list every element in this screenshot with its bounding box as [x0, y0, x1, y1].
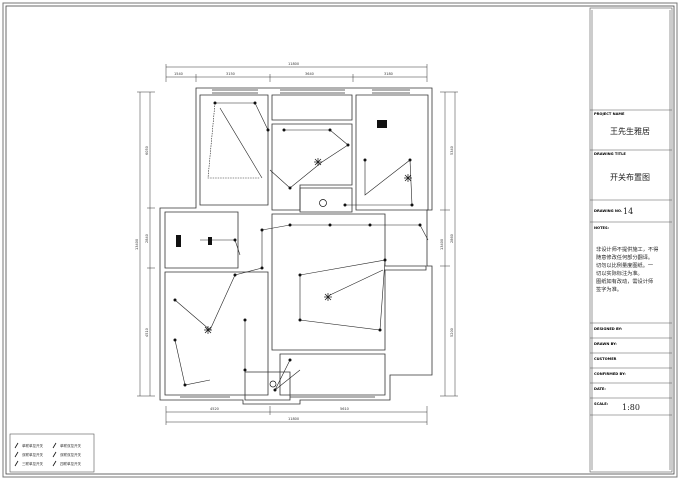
legend-item: 四联单控开关	[60, 461, 81, 466]
project-name: 王先生雅居	[610, 126, 650, 136]
dim-bottom-seg: 4520	[210, 407, 219, 411]
scale-label: SCALE:	[594, 402, 609, 406]
dim-bottom-total: 11800	[288, 417, 299, 421]
scale-value: 1:80	[622, 403, 640, 412]
drawn-by-label: DRAWN BY:	[594, 342, 617, 346]
dim-left-seg: 4510	[145, 328, 149, 337]
project-name-label: PROJECT NAME	[594, 112, 625, 116]
dim-top-total: 11800	[288, 62, 299, 66]
legend-item: 单联单控开关	[22, 443, 43, 448]
drawing-title-label: DRAWING TITLE	[594, 152, 626, 156]
notes-line: 图纸如有改动，需设计师	[596, 277, 653, 285]
dim-right-seg: 5340	[450, 146, 454, 155]
notes-line: 随意修改任何部分翻译。	[596, 253, 653, 261]
dim-top-seg: 1540	[174, 72, 183, 76]
title-block	[589, 7, 673, 473]
legend-box	[9, 433, 95, 473]
dim-right-total: 13400	[440, 239, 444, 250]
designed-by-label: DESIGNED BY:	[594, 327, 623, 331]
ceiling-light-icons	[204, 158, 412, 388]
dim-right-seg: 2860	[450, 234, 454, 243]
sheet-inner-border	[5, 5, 675, 475]
drawing-no: 14	[623, 207, 633, 216]
legend-item: 单联双控开关	[60, 443, 81, 448]
dim-top-seg: 3150	[226, 72, 235, 76]
legend-item: 双联双控开关	[60, 452, 81, 457]
dim-top-seg: 3640	[305, 72, 314, 76]
notes-line: 切勿以比例量度图纸。一	[596, 261, 653, 269]
notes-line: 签字为准。	[596, 285, 622, 293]
dimension-lines	[137, 64, 458, 425]
legend-switch-icons	[14, 442, 57, 467]
legend-item: 三联单控开关	[22, 461, 43, 466]
dim-bottom-seg: 5610	[340, 407, 349, 411]
drawing-title: 开关布置图	[610, 172, 650, 182]
notes-line: 非设计师不提供施工，不得	[596, 245, 658, 253]
drawing-no-label: DRAWING NO.	[594, 209, 622, 213]
dim-top-seg: 3180	[384, 72, 393, 76]
dim-left-seg: 2840	[145, 234, 149, 243]
customer-label: CUSTOMER	[594, 357, 617, 361]
confirmed-by-label: CONFIRMED BY:	[594, 372, 626, 376]
date-label: DATE:	[594, 387, 606, 391]
legend-item: 双联单控开关	[22, 452, 43, 457]
dim-right-seg: 5200	[450, 328, 454, 337]
dim-left-seg: 6050	[145, 146, 149, 155]
dim-left-total: 13400	[135, 239, 139, 250]
switch-points	[173, 101, 422, 392]
notes-line: 切以实际标注为准。	[596, 269, 643, 277]
notes-label: NOTES:	[594, 226, 610, 230]
floor-plan-walls	[159, 87, 433, 405]
switch-wiring	[174, 102, 429, 391]
